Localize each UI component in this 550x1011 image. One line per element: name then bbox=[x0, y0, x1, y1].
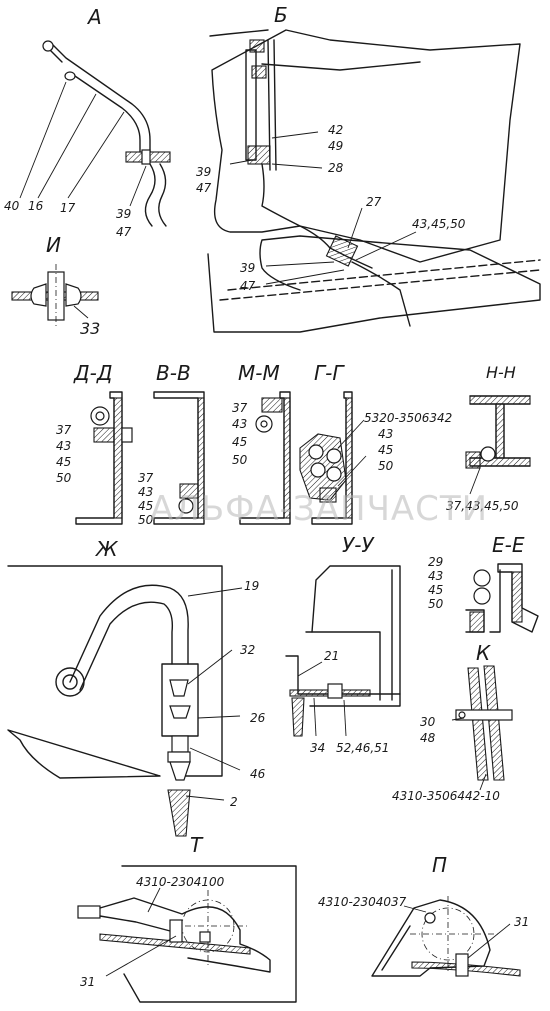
u-u-bracket bbox=[309, 565, 401, 707]
callout-47: 47 bbox=[116, 225, 132, 239]
zh-hose-end bbox=[167, 789, 191, 837]
zh-panel bbox=[7, 565, 223, 779]
callout-19: 19 bbox=[244, 579, 259, 593]
section-g-g: Г-Г 5320-3506342 43 45 50 bbox=[299, 361, 452, 525]
section-label-t: Т bbox=[190, 833, 204, 857]
bracket-b bbox=[247, 145, 271, 165]
section-label-b: Б bbox=[274, 3, 288, 27]
callout-29: 29 bbox=[428, 555, 443, 569]
view-zh: Ж 19 32 26 46 2 bbox=[7, 537, 266, 837]
frame-panel bbox=[209, 29, 521, 263]
callout-43-d-d: 43 bbox=[56, 439, 71, 453]
t-strip bbox=[99, 933, 251, 955]
section-label-u-u: У-У bbox=[342, 533, 375, 557]
callout-45-g-g: 45 bbox=[378, 443, 393, 457]
callout-47-b2: 47 bbox=[240, 279, 256, 293]
view-k: К 30 48 4310-3506442-10 bbox=[392, 641, 513, 803]
k-hose-2 bbox=[483, 665, 505, 781]
view-a: А 40 16 17 39 47 bbox=[4, 5, 171, 239]
section-label-zh: Ж bbox=[94, 537, 119, 561]
callout-31-p: 31 bbox=[514, 915, 529, 929]
view-u-u: У-У 21 34 52,46,51 bbox=[285, 533, 401, 755]
callout-21: 21 bbox=[324, 649, 339, 663]
callout-4310-2304100: 4310-2304100 bbox=[136, 875, 225, 889]
callout-43-v-v: 43 bbox=[138, 485, 153, 499]
k-clamp bbox=[455, 709, 513, 721]
callout-52-46-51: 52,46,51 bbox=[336, 741, 389, 755]
section-d-d: Д-Д 37 43 45 50 bbox=[56, 361, 133, 525]
section-label-i: И bbox=[46, 233, 61, 257]
callout-33: 33 bbox=[80, 319, 100, 338]
section-m-m: М-М 37 43 45 50 bbox=[232, 361, 291, 525]
section-label-g-g: Г-Г bbox=[314, 361, 345, 385]
callout-2: 2 bbox=[230, 795, 238, 809]
callout-39-b: 39 bbox=[196, 165, 211, 179]
callout-50-m-m: 50 bbox=[232, 453, 248, 467]
watermark: АЛЬФА-ЗАПЧАСТИ bbox=[150, 489, 488, 529]
pipe-e-e-2 bbox=[473, 587, 491, 605]
section-n-n: Н-Н 37,43,45,50 bbox=[446, 363, 531, 513]
pipe-v-v bbox=[178, 498, 194, 514]
callout-49: 49 bbox=[328, 139, 343, 153]
view-t: Т 4310-2304100 31 bbox=[77, 833, 297, 1003]
frame-lower bbox=[207, 235, 541, 333]
section-label-p: П bbox=[432, 853, 447, 877]
callout-47-b: 47 bbox=[196, 181, 212, 195]
callout-50-d-d: 50 bbox=[56, 471, 72, 485]
callout-43-g-g: 43 bbox=[378, 427, 393, 441]
callout-48: 48 bbox=[420, 731, 436, 745]
section-label-n-n: Н-Н bbox=[486, 363, 516, 382]
callout-50-v-v: 50 bbox=[138, 513, 154, 527]
callout-43-m-m: 43 bbox=[232, 417, 247, 431]
callout-17: 17 bbox=[60, 201, 76, 215]
view-b: Б 42 49 28 39 47 27 43,45,50 39 47 bbox=[196, 3, 541, 333]
section-label-a: А bbox=[86, 5, 102, 29]
callout-30: 30 bbox=[420, 715, 436, 729]
pipe-n-n bbox=[480, 446, 496, 462]
section-label-m-m: М-М bbox=[238, 361, 280, 385]
callout-45-m-m: 45 bbox=[232, 435, 247, 449]
section-label-k: К bbox=[476, 641, 491, 665]
callout-4310-3506442-10: 4310-3506442-10 bbox=[392, 789, 500, 803]
section-label-d-d: Д-Д bbox=[73, 361, 112, 385]
callout-4310-2304037: 4310-2304037 bbox=[318, 895, 407, 909]
callout-37-43-45-50: 37,43,45,50 bbox=[446, 499, 519, 513]
callout-32: 32 bbox=[240, 643, 255, 657]
callout-39-b2: 39 bbox=[240, 261, 255, 275]
callout-43-e-e: 43 bbox=[428, 569, 443, 583]
callout-45-d-d: 45 bbox=[56, 455, 71, 469]
callout-37-d-d: 37 bbox=[56, 423, 72, 437]
callout-16: 16 bbox=[28, 199, 44, 213]
section-v-v: В-В 37 43 45 50 bbox=[138, 361, 205, 527]
callout-26: 26 bbox=[250, 711, 266, 725]
callout-39: 39 bbox=[116, 207, 131, 221]
callout-28: 28 bbox=[328, 161, 344, 175]
t-panel bbox=[121, 865, 297, 1003]
callout-37-m-m: 37 bbox=[232, 401, 248, 415]
callout-31-t: 31 bbox=[80, 975, 95, 989]
k-hose-1 bbox=[467, 667, 489, 781]
section-label-v-v: В-В bbox=[156, 361, 191, 385]
callout-27: 27 bbox=[366, 195, 382, 209]
callout-5320-3506342: 5320-3506342 bbox=[364, 411, 452, 425]
callout-40: 40 bbox=[4, 199, 20, 213]
pipe-end-fitting bbox=[42, 40, 54, 52]
callout-42: 42 bbox=[328, 123, 343, 137]
callout-46: 46 bbox=[250, 767, 266, 781]
view-p: П 4310-2304037 31 bbox=[318, 853, 529, 977]
view-i: И 33 bbox=[11, 233, 100, 338]
pipe-e-e-1 bbox=[473, 569, 491, 587]
callout-45-v-v: 45 bbox=[138, 499, 153, 513]
zh-bracket bbox=[161, 663, 199, 737]
callout-43-45-50-b: 43,45,50 bbox=[412, 217, 466, 231]
callout-50-e-e: 50 bbox=[428, 597, 444, 611]
clip-fitting bbox=[64, 71, 76, 81]
section-e-e: Е-Е 29 43 45 50 bbox=[428, 533, 539, 633]
callout-45-e-e: 45 bbox=[428, 583, 443, 597]
section-label-e-e: Е-Е bbox=[492, 533, 525, 557]
callout-50-g-g: 50 bbox=[378, 459, 394, 473]
callout-34: 34 bbox=[310, 741, 325, 755]
callout-37-v-v: 37 bbox=[138, 471, 154, 485]
